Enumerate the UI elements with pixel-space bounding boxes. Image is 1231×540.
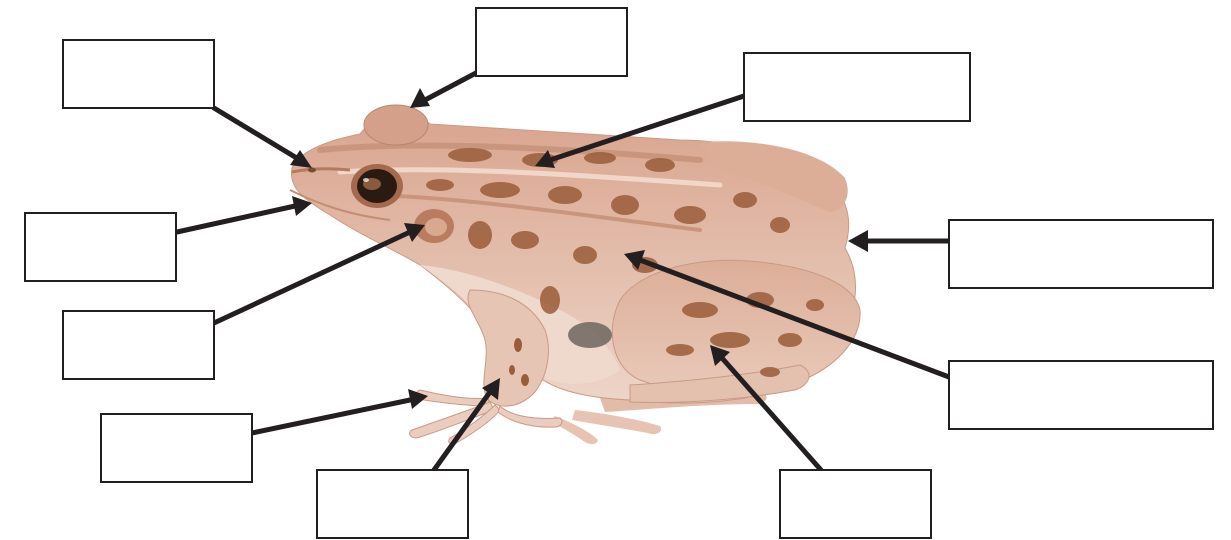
label-box-mouth[interactable]: [25, 213, 176, 281]
label-box-skin[interactable]: [949, 361, 1213, 429]
frog-illustration: [290, 105, 860, 444]
pointer-hand: [252, 400, 410, 433]
pointer-tympanum: [214, 232, 410, 323]
pointer-nostril: [214, 108, 300, 160]
frog-eye: [351, 164, 403, 208]
label-box-nostril[interactable]: [63, 40, 214, 108]
label-box-eye[interactable]: [476, 8, 627, 76]
label-box-tympanum[interactable]: [63, 311, 214, 379]
label-box-hind-limb[interactable]: [780, 470, 931, 538]
frog-nostril: [308, 168, 316, 173]
pointer-eye: [425, 73, 476, 100]
label-box-hand[interactable]: [101, 414, 252, 482]
label-box-cloaca[interactable]: [949, 220, 1213, 288]
label-box-dorsal-ridge[interactable]: [744, 53, 970, 121]
label-box-forelimb[interactable]: [317, 470, 468, 538]
pointer-mouth: [177, 206, 295, 232]
